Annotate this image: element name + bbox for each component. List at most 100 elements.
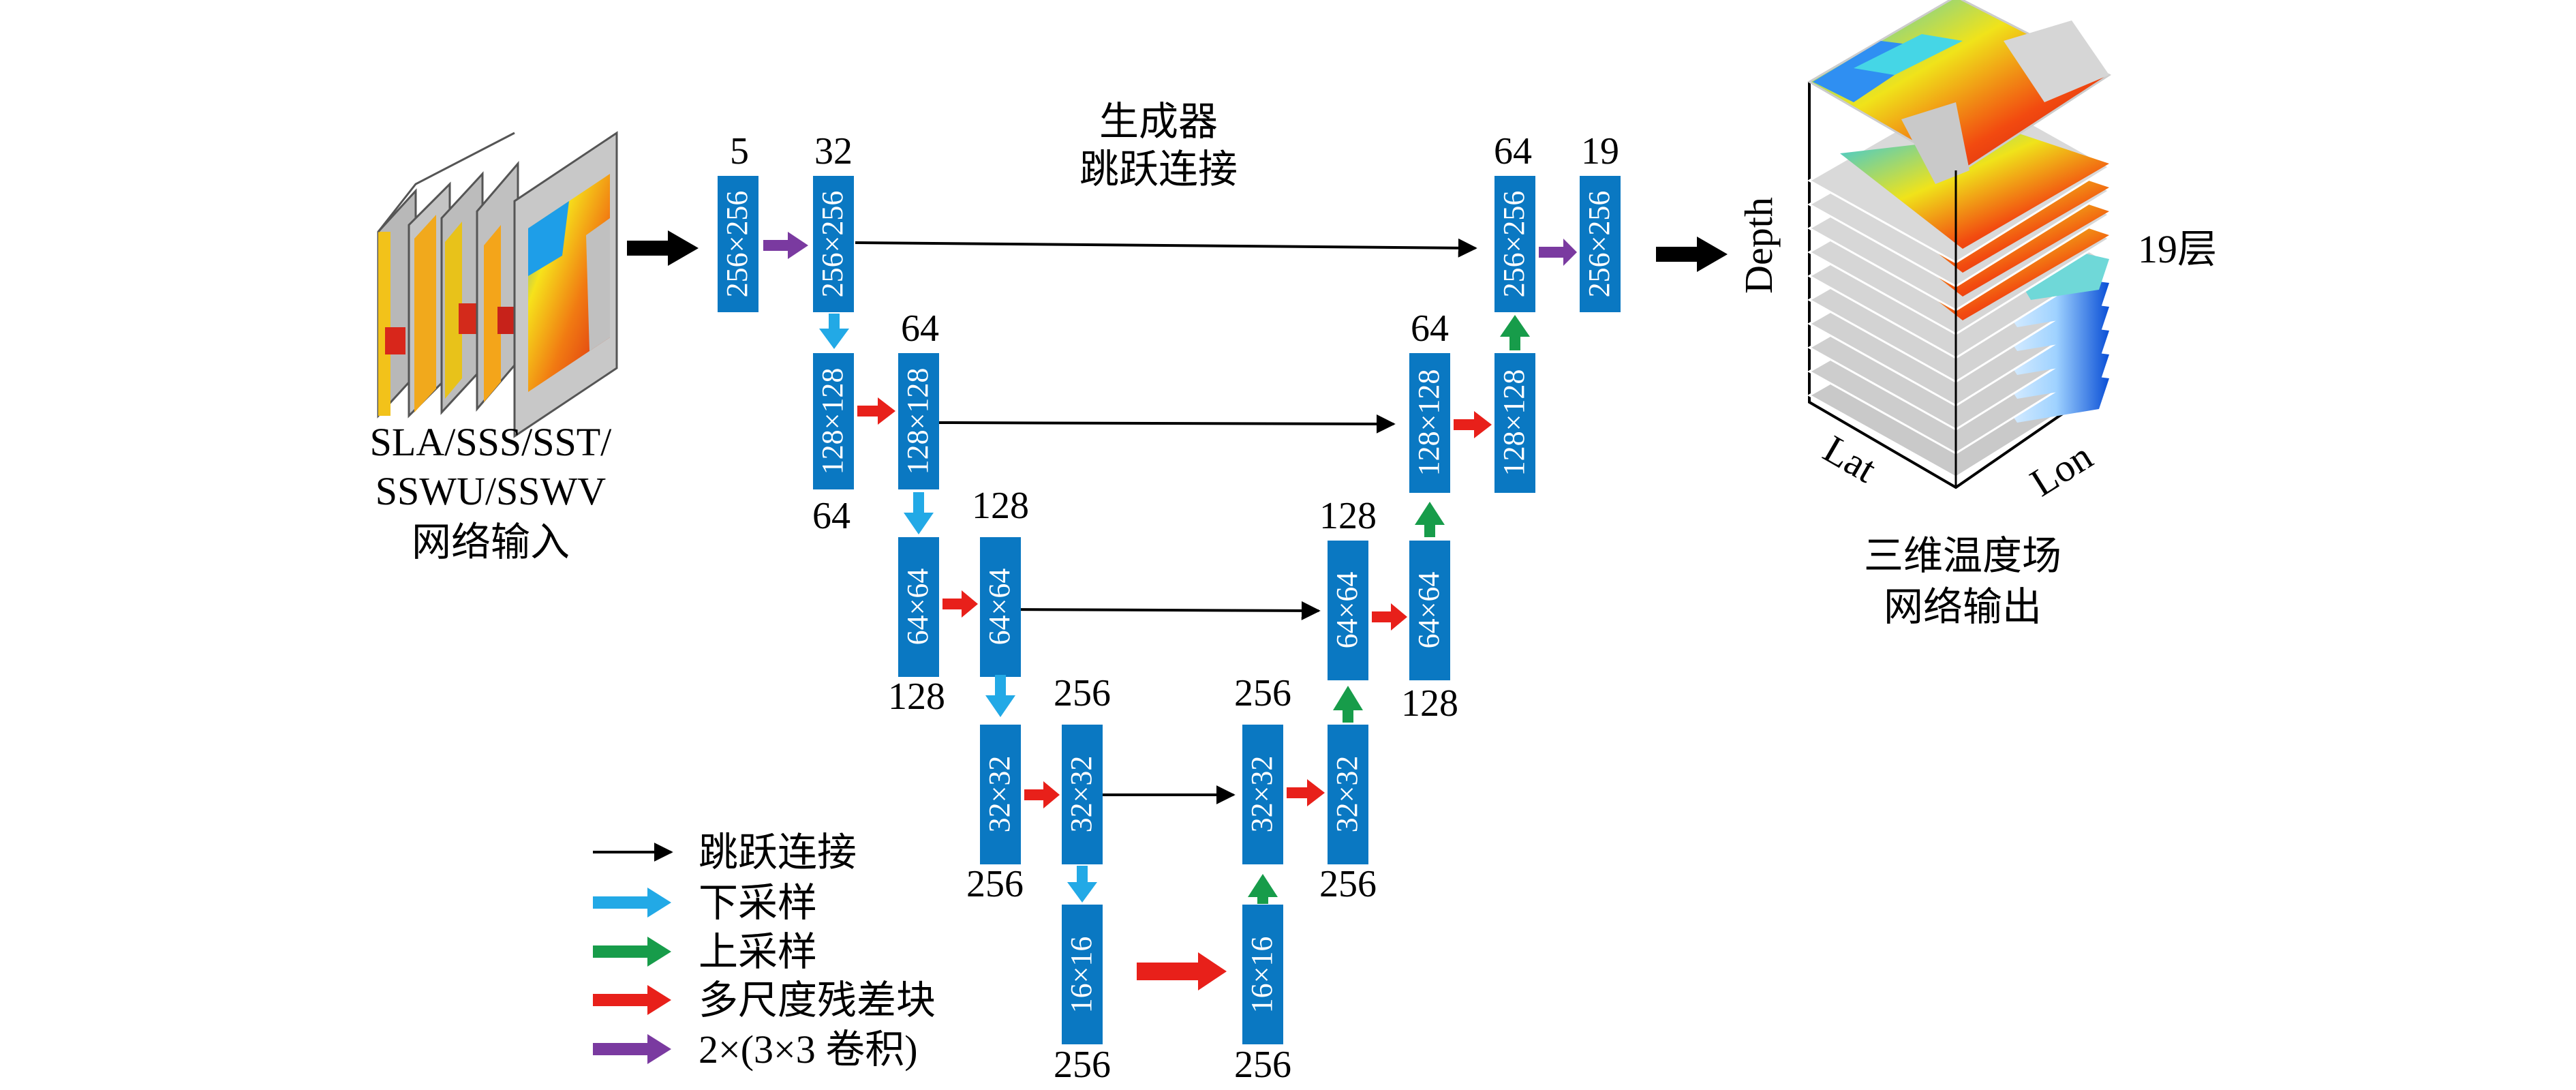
channel-dec2-top: 64	[1411, 307, 1449, 350]
block-dec3a: 64×64	[1328, 541, 1368, 680]
res-arrow-dec4	[1287, 779, 1325, 806]
conv-arrow-in	[763, 232, 808, 259]
legend-up-arrow	[593, 945, 647, 958]
channel-enc2-bot: 64	[812, 495, 850, 537]
input-label-line1: SLA/SSS/SST/	[370, 420, 613, 464]
legend-skip-label: 跳跃连接	[699, 830, 857, 875]
legend-res-label: 多尺度残差块	[699, 978, 936, 1023]
block-enc4a: 32×32	[980, 725, 1021, 864]
svg-text:32×32: 32×32	[1064, 756, 1098, 833]
skip-title-line2: 跳跃连接	[1079, 147, 1238, 192]
svg-text:64×64: 64×64	[983, 569, 1016, 646]
up-arrow-4	[1500, 315, 1530, 350]
layer-stack	[1807, 0, 2111, 479]
svg-text:32×32: 32×32	[983, 756, 1016, 833]
channel-out: 19	[1581, 130, 1619, 172]
block-dec4b: 32×32	[1328, 725, 1368, 864]
block-bottom-a: 16×16	[1062, 905, 1103, 1044]
svg-text:64×64: 64×64	[901, 569, 934, 646]
output-arrow	[1656, 237, 1728, 272]
up-arrow-2	[1333, 686, 1363, 723]
axis-lat: Lat	[1816, 427, 1884, 491]
channel-enc4-top: 256	[1054, 672, 1111, 714]
channel-enc3-bot: 128	[888, 676, 945, 718]
svg-text:32×32: 32×32	[1245, 756, 1278, 833]
svg-text:256×256: 256×256	[1582, 191, 1616, 298]
legend-item-conv: 2×(3×3 卷积)	[593, 1027, 918, 1072]
skip-title-line1: 生成器	[1099, 100, 1218, 144]
res-arrow-bottom	[1137, 952, 1227, 990]
channel-dec4-top: 256	[1234, 672, 1291, 714]
legend-item-res: 多尺度残差块	[593, 978, 936, 1023]
legend-conv-arrow	[593, 1043, 647, 1055]
legend-down-arrow	[593, 896, 647, 909]
block-bottom-b: 16×16	[1242, 905, 1283, 1044]
channel-bottom-a: 256	[1054, 1044, 1111, 1086]
res-arrow-enc2	[857, 397, 895, 425]
channel-bottom-b: 256	[1234, 1044, 1291, 1086]
svg-text:16×16: 16×16	[1064, 937, 1098, 1014]
input-label-line3: 网络输入	[412, 520, 570, 564]
layers-label: 19层	[2138, 227, 2217, 271]
block-dec1-out: 256×256	[1580, 176, 1621, 312]
res-arrow-enc3	[942, 590, 978, 618]
output-label-line1: 三维温度场	[1864, 534, 2061, 578]
legend-up-label: 上采样	[699, 930, 817, 974]
block-dec2b: 128×128	[1494, 353, 1535, 493]
block-enc2a: 128×128	[813, 353, 854, 489]
svg-text:128×128: 128×128	[816, 368, 849, 475]
block-enc1: 256×256	[813, 176, 854, 312]
block-dec1a: 256×256	[1494, 176, 1535, 312]
block-dec4a: 32×32	[1242, 725, 1283, 864]
legend-item-down: 下采样	[593, 881, 817, 925]
legend-conv-label: 2×(3×3 卷积)	[699, 1027, 918, 1072]
channel-in: 5	[730, 130, 749, 172]
input-arrow	[627, 230, 699, 266]
up-arrow-1	[1248, 874, 1278, 904]
res-arrow-dec3	[1372, 603, 1407, 631]
svg-text:64×64: 64×64	[1412, 572, 1445, 649]
down-arrow-3	[985, 675, 1015, 717]
skip-arrow-level2	[938, 414, 1396, 434]
svg-text:128×128: 128×128	[1412, 369, 1445, 476]
svg-text:32×32: 32×32	[1330, 756, 1364, 833]
channel-enc4-bot: 256	[966, 863, 1024, 905]
svg-text:256×256: 256×256	[1497, 191, 1531, 298]
down-arrow-2	[904, 492, 934, 534]
block-enc2b: 128×128	[898, 353, 939, 489]
channel-enc2-top: 64	[901, 307, 939, 350]
res-arrow-enc4	[1024, 781, 1060, 808]
down-arrow-4	[1067, 866, 1097, 903]
res-arrow-dec2	[1454, 411, 1492, 438]
input-label-line2: SSWU/SSWV	[375, 469, 607, 513]
block-enc4b: 32×32	[1062, 725, 1103, 864]
skip-connections	[855, 238, 1477, 804]
up-arrow-3	[1415, 502, 1445, 537]
svg-text:16×16: 16×16	[1245, 937, 1278, 1014]
legend-item-skip: 跳跃连接	[593, 830, 857, 875]
output-label-line2: 网络输出	[1884, 585, 2042, 629]
block-dec3b: 64×64	[1409, 541, 1450, 680]
output-volume-image	[1807, 0, 2111, 489]
channel-enc3-top: 128	[972, 485, 1029, 527]
block-enc3a: 64×64	[898, 537, 939, 677]
svg-text:64×64: 64×64	[1330, 572, 1364, 649]
channel-dec3-bot: 128	[1401, 682, 1458, 725]
skip-arrow-level1	[855, 238, 1477, 258]
legend-down-label: 下采样	[699, 881, 817, 925]
svg-text:128×128: 128×128	[1497, 369, 1531, 476]
legend-item-up: 上采样	[593, 930, 817, 974]
channel-dec1-top: 64	[1494, 130, 1532, 172]
block-enc3b: 64×64	[980, 537, 1021, 677]
channel-dec3-top: 128	[1319, 495, 1377, 537]
block-enc1-in: 256×256	[718, 176, 758, 312]
legend: 跳跃连接 下采样 上采样 多尺度残差块 2×(3×3 卷积)	[593, 830, 936, 1072]
channel-enc1: 32	[814, 130, 853, 172]
svg-text:256×256: 256×256	[720, 191, 754, 298]
axis-depth: Depth	[1736, 197, 1781, 294]
axis-lon: Lon	[2023, 434, 2100, 505]
conv-arrow-out	[1539, 239, 1577, 266]
svg-text:256×256: 256×256	[816, 191, 849, 298]
legend-res-arrow	[593, 994, 647, 1006]
